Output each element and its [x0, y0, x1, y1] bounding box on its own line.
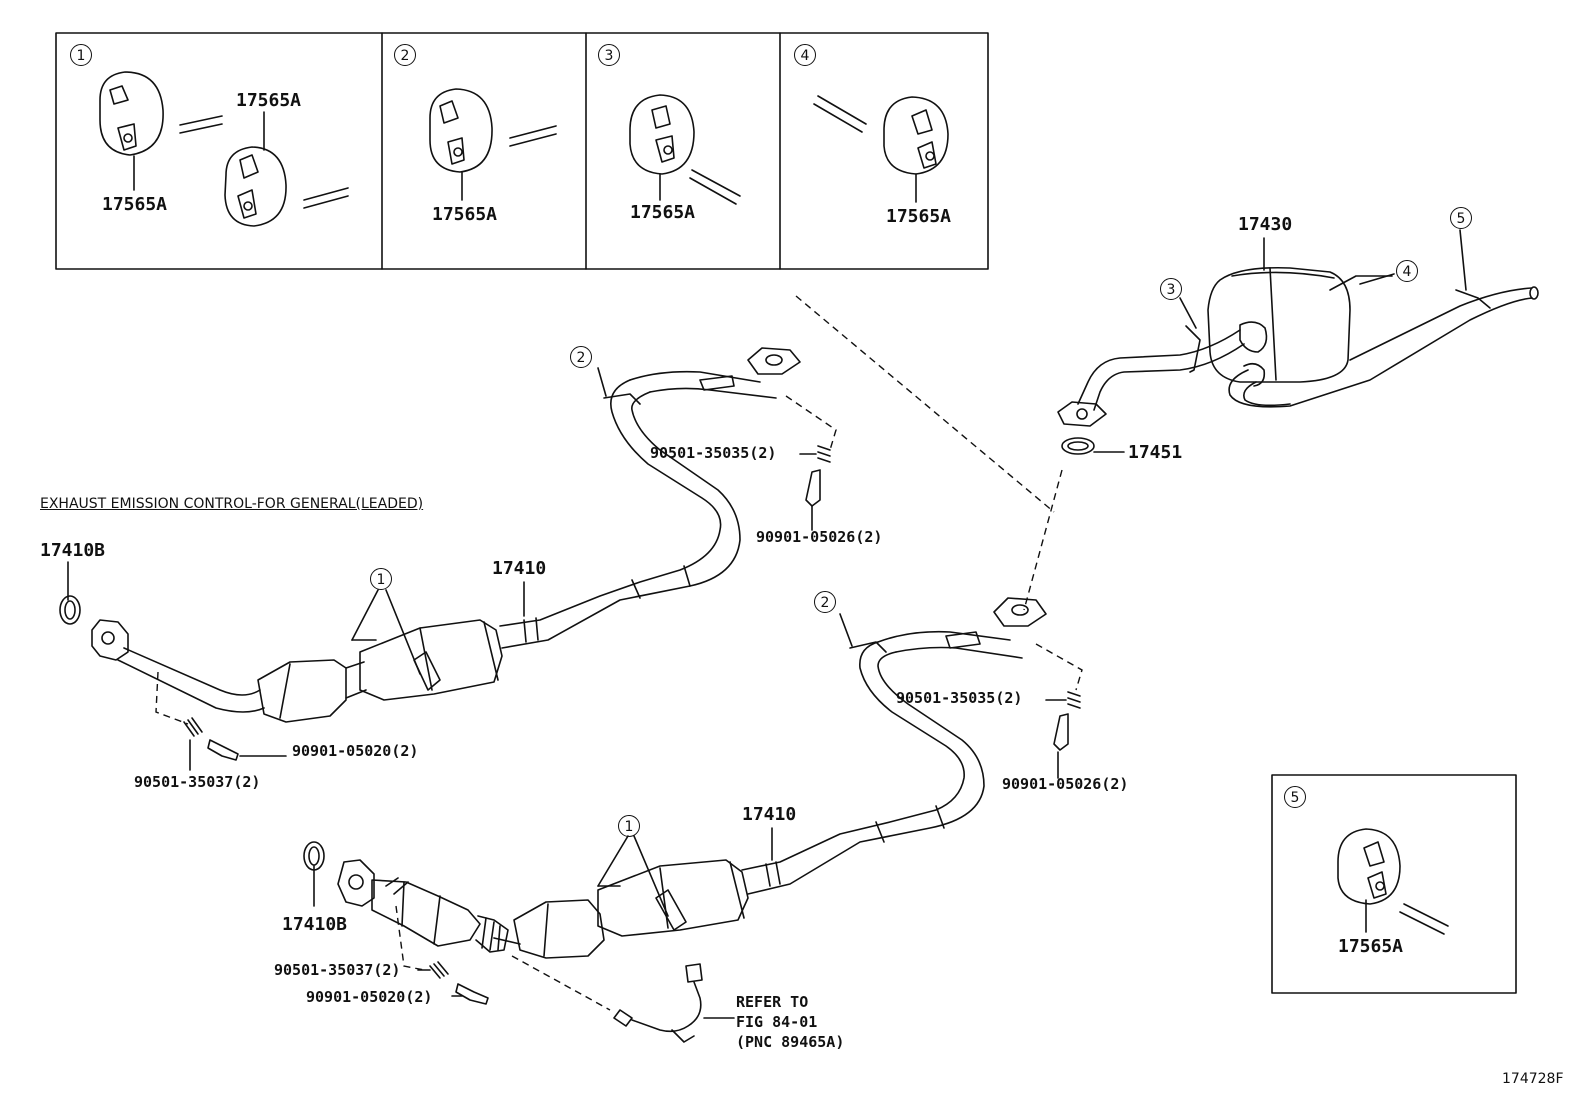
callout-1-lower: 1 [618, 815, 640, 837]
front-pipe-lower [337, 597, 1047, 959]
callout-4-tail: 4 [1396, 260, 1418, 282]
spring-lower-right [1067, 691, 1081, 709]
bolt-upper-left [207, 739, 239, 761]
hanger-rod-inset3 [689, 169, 741, 205]
inset1-label-a: 17565A [236, 90, 302, 111]
callout-1-upper: 1 [370, 568, 392, 590]
figure-number: 174728F [1502, 1071, 1564, 1087]
hanger-rod-inset4 [813, 95, 867, 133]
inset4-label: 17565A [886, 206, 952, 227]
reference-note-line-3: (PNC 89465A) [736, 1033, 845, 1051]
part-90501-35035-upper: 90501-35035(2) [650, 444, 777, 462]
hanger-rod-inset1-b [303, 187, 349, 209]
inset5-label: 17565A [1338, 936, 1404, 957]
part-17410b-upper-label: 17410B [40, 540, 106, 561]
part-17410-lower-label: 17410 [742, 804, 797, 825]
hanger-rubber-inset1-a [99, 71, 164, 156]
inset3-label: 17565A [630, 202, 696, 223]
reference-note: REFER TO FIG 84-01 (PNC 89465A) [736, 992, 844, 1052]
spring-upper-right [817, 445, 831, 463]
inset4-callout: 4 [794, 44, 816, 66]
inset2-label: 17565A [432, 204, 498, 225]
callout-2-lower: 2 [814, 591, 836, 613]
oxygen-sensor [613, 963, 735, 1043]
spring-lower-left [429, 961, 449, 979]
part-17451-label: 17451 [1128, 442, 1183, 463]
inset-box-5 [1271, 774, 1517, 994]
inset-box-1-4 [55, 32, 989, 270]
spring-upper-left [183, 717, 203, 737]
hanger-rubber-inset1-b [224, 146, 287, 227]
reference-note-line-2: FIG 84-01 [736, 1013, 818, 1031]
inset1-callout: 1 [70, 44, 92, 66]
part-90501-35037-upper: 90501-35037(2) [134, 773, 261, 791]
inset5-callout: 5 [1284, 786, 1306, 808]
gasket-17410b-lower-shape [303, 841, 325, 871]
inset1-label-b: 17565A [102, 194, 168, 215]
part-17410-upper-label: 17410 [492, 558, 547, 579]
part-90901-05020-lower: 90901-05020(2) [306, 988, 433, 1006]
reference-note-line-1: REFER TO [736, 993, 809, 1011]
part-17410b-lower-label: 17410B [282, 914, 348, 935]
front-pipe-upper [91, 347, 801, 723]
hanger-rod-inset5 [1399, 903, 1449, 935]
part-90901-05026-lower: 90901-05026(2) [1002, 775, 1129, 793]
inset3-callout: 3 [598, 44, 620, 66]
gasket-17410b-upper-shape [59, 595, 81, 625]
part-17430-label: 17430 [1238, 214, 1293, 235]
gasket-17451-shape [1061, 437, 1095, 455]
diagram-caption: EXHAUST EMISSION CONTROL-FOR GENERAL(LEA… [40, 496, 424, 512]
bolt-lower-left [455, 983, 489, 1005]
part-90501-35035-lower: 90501-35035(2) [896, 689, 1023, 707]
part-90901-05026-upper: 90901-05026(2) [756, 528, 883, 546]
callout-3-tail: 3 [1160, 278, 1182, 300]
inset2-callout: 2 [394, 44, 416, 66]
hanger-rod-inset1-a [179, 115, 223, 134]
hanger-rubber-inset5 [1337, 828, 1401, 905]
muffler-assembly [1057, 266, 1539, 427]
part-90501-35037-lower: 90501-35037(2) [274, 961, 401, 979]
bolt-upper-right [805, 469, 821, 507]
hanger-rod-inset2 [509, 125, 557, 147]
hanger-rubber-inset3 [629, 94, 695, 175]
hanger-rubber-inset2 [429, 88, 493, 173]
part-90901-05020-upper: 90901-05020(2) [292, 742, 419, 760]
callout-5-tail: 5 [1450, 207, 1472, 229]
hanger-rubber-inset4 [883, 96, 949, 175]
callout-2-upper: 2 [570, 346, 592, 368]
bolt-lower-right [1053, 713, 1069, 751]
